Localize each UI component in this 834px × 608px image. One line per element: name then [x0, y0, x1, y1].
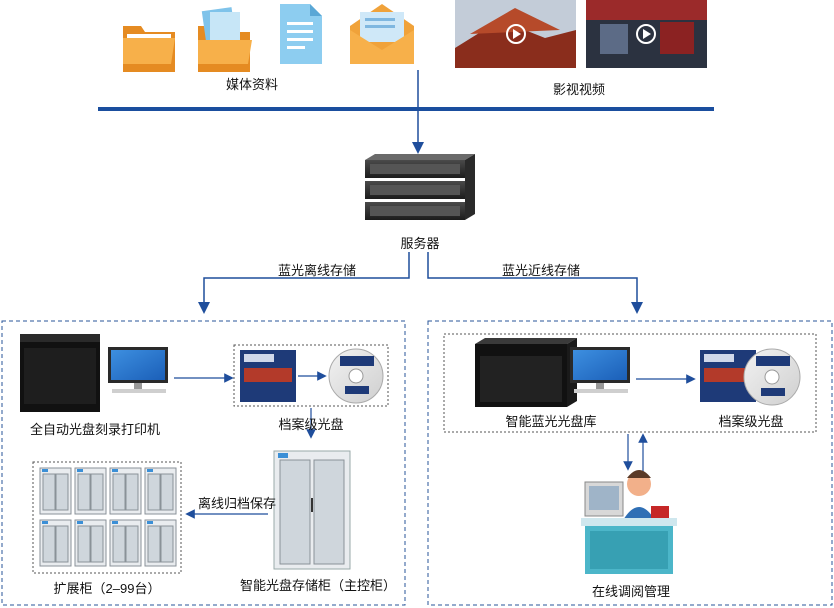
- expansion-cabinet: [109, 519, 142, 567]
- folder-with-papers-icon: [198, 7, 252, 72]
- expansion-label: 扩展柜（2–99台）: [53, 581, 161, 596]
- disc-printer-icon: [20, 334, 100, 412]
- expansion-cabinet: [109, 467, 142, 515]
- expansion-cabinet: [144, 467, 177, 515]
- nearline-disc-label: 档案级光盘: [718, 414, 784, 429]
- review-label: 在线调阅管理: [591, 584, 671, 599]
- optical-disc-icon-left: [328, 348, 384, 404]
- expansion-cabinet: [39, 467, 72, 515]
- video-label: 影视视频: [552, 82, 606, 97]
- offline-panel: [1, 320, 406, 606]
- nearline-panel: [427, 320, 833, 606]
- archive-label: 离线归档保存: [198, 496, 277, 511]
- monitor-icon-left: [108, 347, 168, 393]
- document-icon: [280, 4, 322, 64]
- expansion-cabinet: [74, 467, 107, 515]
- library-label: 智能蓝光光盘库: [505, 414, 597, 429]
- disc-case-icon-left: [240, 350, 296, 402]
- optical-disc-icon-right: [743, 348, 801, 406]
- monitor-icon-right: [570, 347, 630, 393]
- server-label: 服务器: [400, 236, 440, 251]
- offline-storage-label: 蓝光离线存储: [277, 263, 357, 278]
- video-thumbnail-2: [586, 0, 707, 68]
- expansion-cabinet-icons: [39, 467, 177, 567]
- video-thumbnail-1: [455, 0, 576, 68]
- folder-icon-1: [123, 26, 175, 72]
- library-group: [443, 333, 817, 433]
- expansion-cabinet: [74, 519, 107, 567]
- cabinet-label: 智能光盘存储柜（主控柜）: [239, 578, 397, 593]
- disc-library-icon: [475, 338, 577, 407]
- offline-branch-line: [198, 252, 410, 314]
- expansion-cabinets-group: [32, 461, 182, 574]
- nearline-branch-line: [427, 252, 643, 314]
- server-icon: [365, 154, 475, 220]
- ingest-bus-bar: [98, 107, 714, 111]
- storage-cabinet-icon: [273, 450, 351, 570]
- expansion-cabinet: [39, 519, 72, 567]
- offline-disc-label: 档案级光盘: [278, 417, 344, 432]
- expansion-cabinet: [144, 519, 177, 567]
- mail-envelope-icon: [350, 4, 414, 64]
- media-label: 媒体资料: [225, 77, 279, 92]
- nearline-storage-label: 蓝光近线存储: [501, 263, 581, 278]
- operator-desk-icon: [581, 470, 677, 574]
- printer-label: 全自动光盘刻录打印机: [29, 422, 161, 437]
- archive-disc-group-left: [233, 344, 389, 407]
